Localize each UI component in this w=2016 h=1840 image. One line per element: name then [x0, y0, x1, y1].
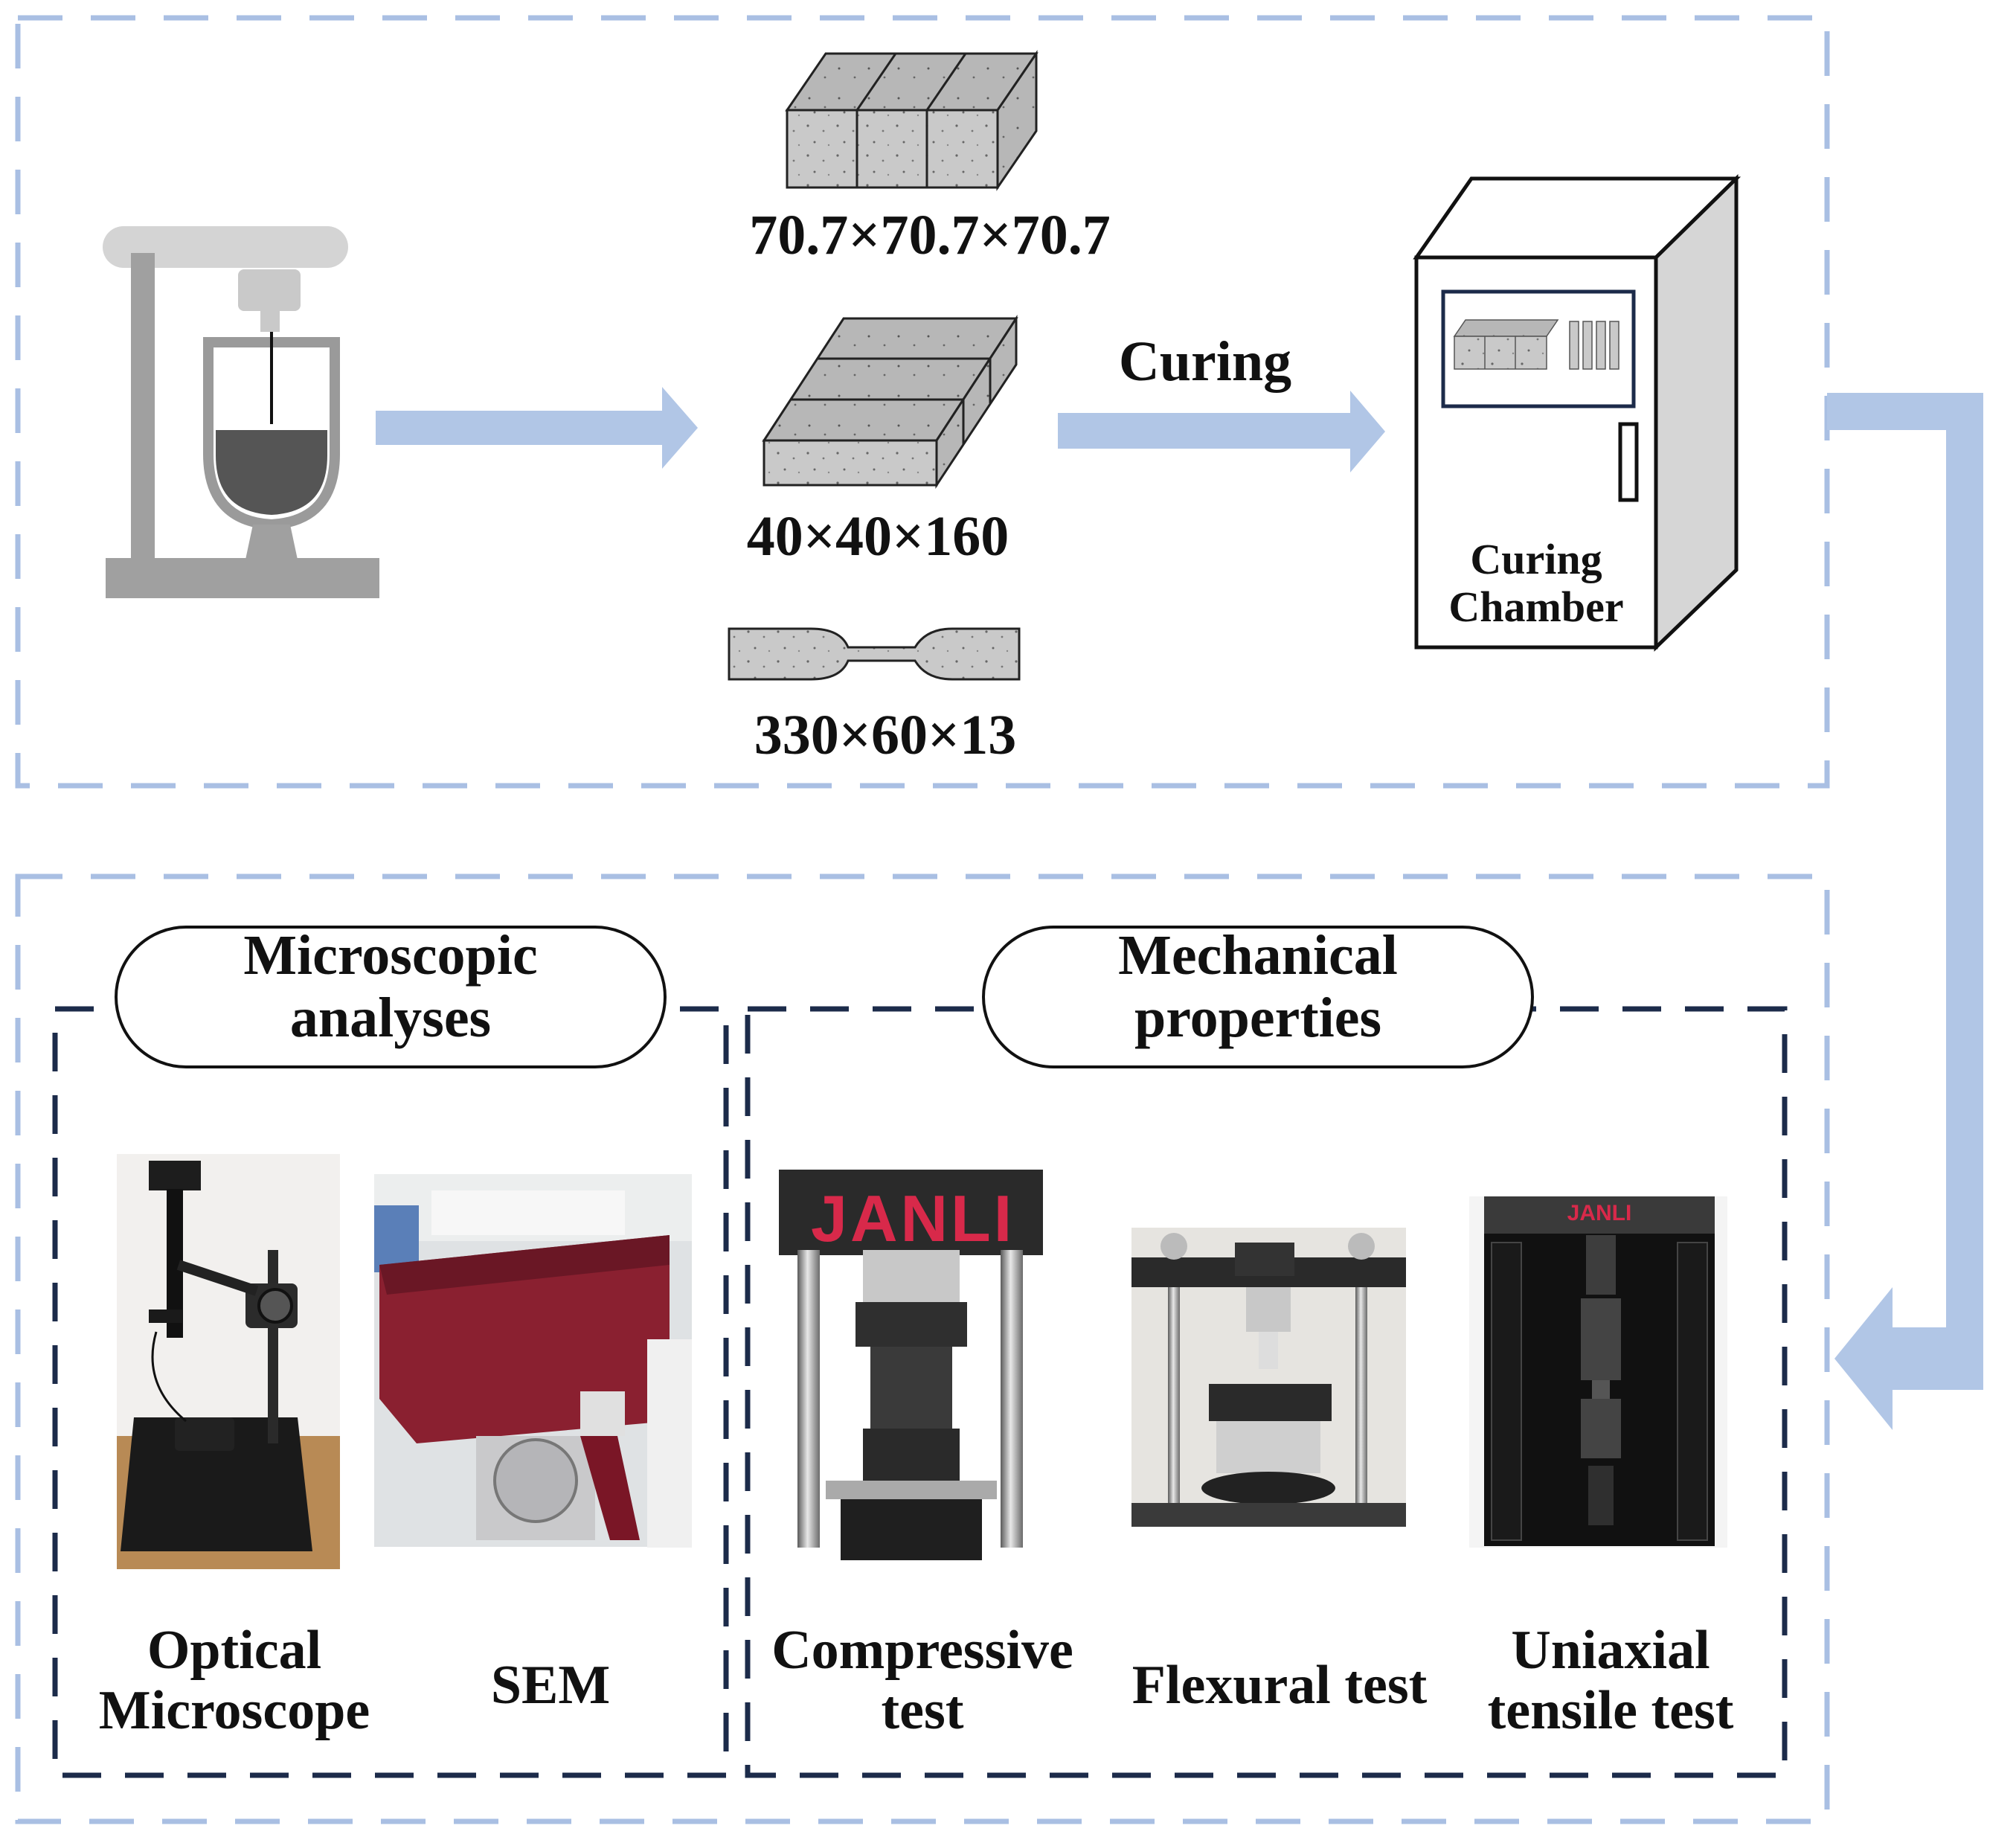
bottom-section-frame — [15, 873, 1830, 1824]
compressive-caption-line1: Compressive — [771, 1620, 1073, 1681]
compressive-test-caption: Compressive test — [744, 1620, 1101, 1742]
curing-arrow-label: Curing — [1118, 330, 1292, 393]
prism-dimension-label: 40×40×160 — [746, 505, 1009, 568]
uniaxial-tensile-caption: Uniaxial tensile test — [1454, 1620, 1767, 1742]
mechanical-title-line1: Mechanical — [1118, 924, 1398, 987]
mechanical-title-line2: properties — [1134, 986, 1382, 1049]
microscopic-title-line1: Microscopic — [243, 924, 538, 987]
mechanical-pill — [982, 926, 1534, 1068]
cube-dimension-label: 70.7×70.7×70.7 — [749, 204, 1111, 266]
optical-microscope-caption: Optical Microscope — [71, 1620, 398, 1742]
mechanical-properties-title: Mechanical properties — [983, 924, 1532, 1049]
optical-caption-line2: Microscope — [98, 1680, 370, 1742]
uniaxial-caption-line1: Uniaxial — [1511, 1620, 1710, 1681]
arrow-curing — [1058, 391, 1385, 472]
arrow-to-specimens — [376, 387, 698, 469]
microscopic-analyses-title: Microscopic analyses — [116, 924, 665, 1049]
optical-microscope-photo — [117, 1154, 340, 1569]
flexural-test-photo — [1131, 1228, 1406, 1527]
dogbone-dimension-label: 330×60×13 — [754, 704, 1017, 766]
mixer-icon — [103, 226, 379, 598]
microscopic-pill — [115, 926, 667, 1068]
prism-specimen — [762, 314, 1018, 489]
uniaxial-tensile-photo — [1469, 1196, 1727, 1548]
press-brand-logo: JANLI — [811, 1182, 1015, 1255]
cube-specimen — [785, 50, 1039, 191]
sem-caption: SEM — [490, 1655, 611, 1716]
chamber-label-line1: Curing — [1470, 535, 1602, 583]
dogbone-specimen — [728, 627, 1021, 681]
sem-photo — [374, 1174, 692, 1548]
connector-arrow — [1827, 393, 1983, 1430]
chamber-window-specimens — [1453, 319, 1619, 370]
microscopic-title-line2: analyses — [289, 986, 492, 1049]
uniaxial-caption-line2: tensile test — [1487, 1680, 1734, 1742]
compressive-test-photo — [779, 1170, 1043, 1560]
optical-caption-line1: Optical — [147, 1620, 322, 1681]
flexural-test-caption: Flexural test — [1131, 1655, 1428, 1716]
chamber-label: Curing Chamber — [1416, 536, 1656, 631]
tensile-brand-logo: JANLI — [1567, 1201, 1632, 1225]
compressive-caption-line2: test — [881, 1680, 964, 1742]
chamber-label-line2: Chamber — [1448, 582, 1624, 631]
